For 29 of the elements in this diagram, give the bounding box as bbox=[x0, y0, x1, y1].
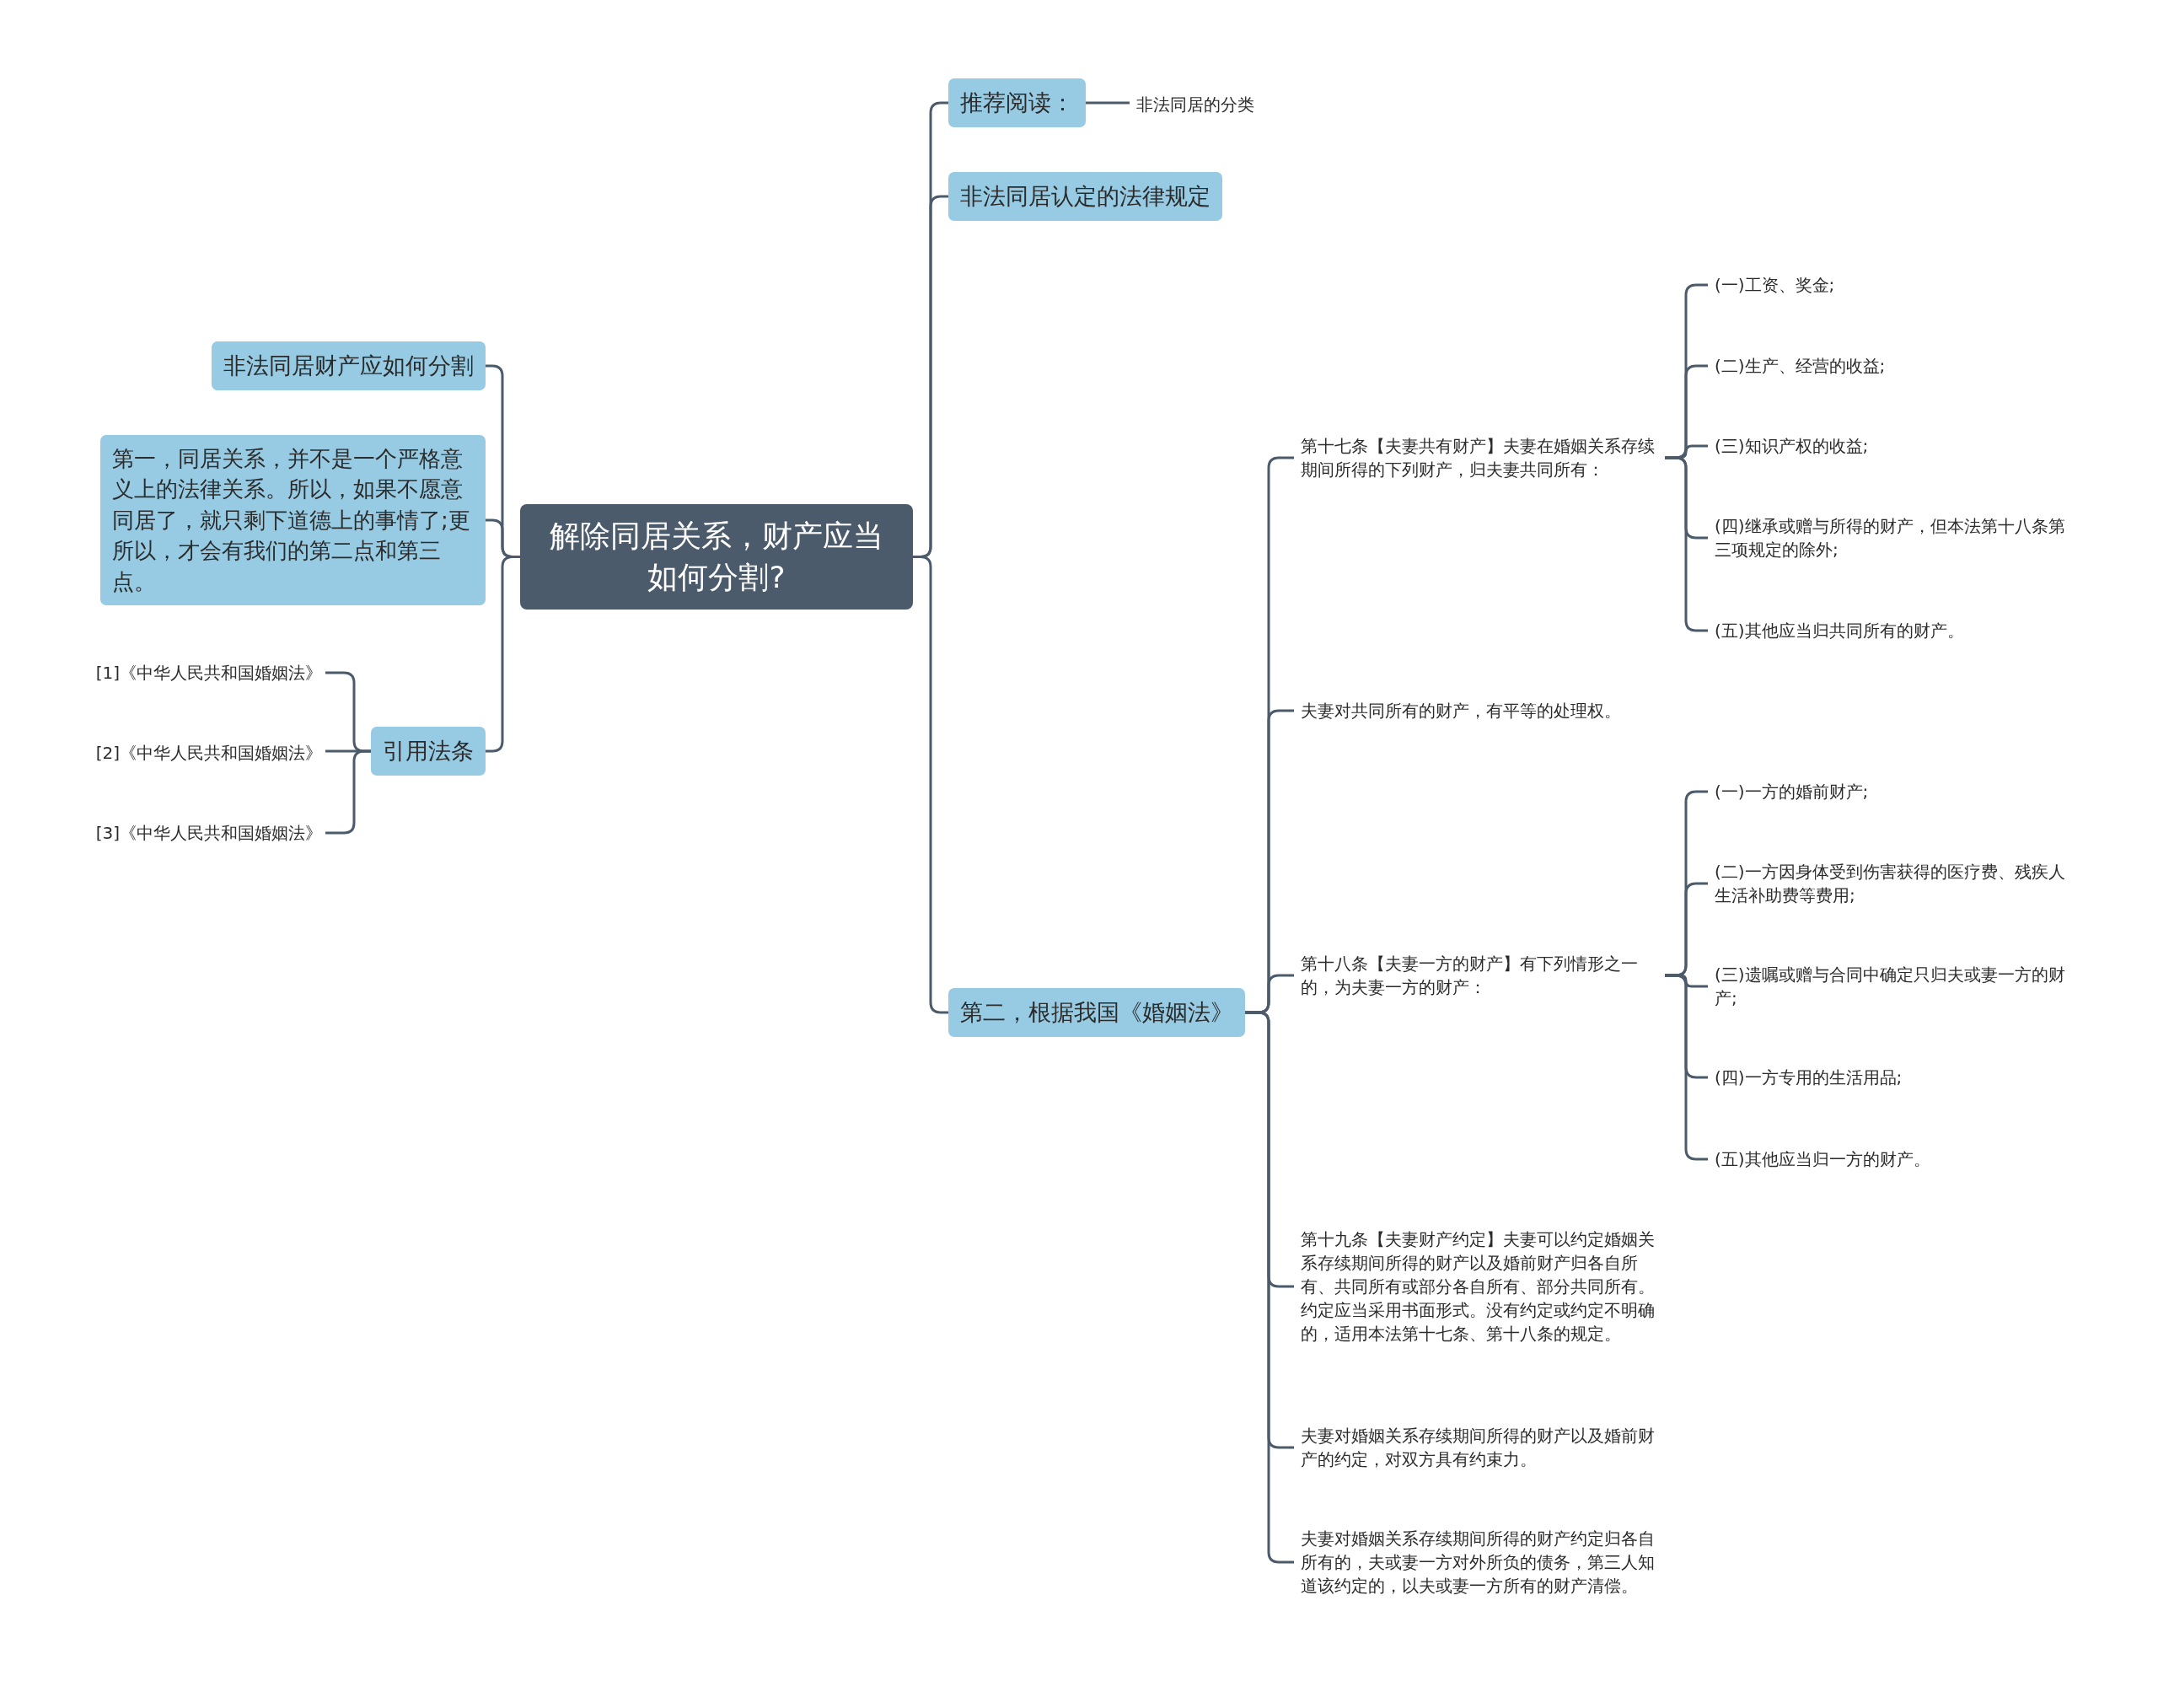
branch-text: (三)知识产权的收益; bbox=[1708, 434, 2079, 458]
branch-text: 夫妻对婚姻关系存续期间所得的财产约定归各自所有的，夫或妻一方对外所负的债务，第三人知道该约定的，以夫或妻一方所有的财产清偿。 bbox=[1294, 1527, 1665, 1598]
topic-box: 引用法条 bbox=[371, 727, 486, 776]
branch-text: 非法同居的分类 bbox=[1130, 93, 1258, 116]
central-topic-box: 解除同居关系，财产应当如何分割? bbox=[520, 504, 913, 610]
branch-text: (四)一方专用的生活用品; bbox=[1708, 1066, 2079, 1089]
branch-text: [1]《中华人民共和国婚姻法》 bbox=[89, 661, 325, 685]
connector-line bbox=[486, 556, 520, 753]
branch-text: (二)一方因身体受到伤害获得的医疗费、残疾人生活补助费等费用; bbox=[1708, 860, 2079, 907]
text-box: 第一，同居关系，并不是一个严格意义上的法律关系。所以，如果不愿意同居了，就只剩下道德上的事情了;更所以，才会有我们的第二点和第三点。 bbox=[100, 435, 486, 605]
branch-text: 第十九条【夫妻财产约定】夫妻可以约定婚姻关系存续期间所得的财产以及婚前财产归各自所有、共同所有或部分各自所有、部分共同所有。约定应当采用书面形式。没有约定或约定不明确的，适用本法第十七条、第十八条的规定。 bbox=[1294, 1227, 1665, 1345]
branch-text: (一)工资、奖金; bbox=[1708, 273, 2079, 297]
branch-text: (一)一方的婚前财产; bbox=[1708, 780, 2079, 803]
branch-text: (二)生产、经营的收益; bbox=[1708, 354, 2079, 378]
branch-text: (五)其他应当归共同所有的财产。 bbox=[1708, 619, 2079, 642]
connector-line bbox=[1086, 101, 1130, 105]
topic-box: 非法同居财产应如何分割 bbox=[212, 341, 486, 390]
topic-box: 非法同居认定的法律规定 bbox=[948, 172, 1222, 221]
branch-text: [2]《中华人民共和国婚姻法》 bbox=[89, 741, 325, 765]
branch-text: 夫妻对婚姻关系存续期间所得的财产以及婚前财产的约定，对双方具有约束力。 bbox=[1294, 1424, 1665, 1471]
branch-text: 第十七条【夫妻共有财产】夫妻在婚姻关系存续期间所得的下列财产，归夫妻共同所有： bbox=[1294, 434, 1665, 481]
branch-text: 第十八条【夫妻一方的财产】有下列情形之一的，为夫妻一方的财产： bbox=[1294, 952, 1665, 999]
branch-text: (五)其他应当归一方的财产。 bbox=[1708, 1147, 2079, 1171]
topic-box: 推荐阅读： bbox=[948, 78, 1086, 127]
branch-text: [3]《中华人民共和国婚姻法》 bbox=[89, 821, 325, 845]
branch-text: (四)继承或赠与所得的财产，但本法第十八条第三项规定的除外; bbox=[1708, 514, 2079, 561]
branch-text: 夫妻对共同所有的财产，有平等的处理权。 bbox=[1294, 699, 1665, 722]
topic-box: 第二，根据我国《婚姻法》 bbox=[948, 988, 1245, 1037]
branch-text: (三)遗嘱或赠与合同中确定只归夫或妻一方的财产; bbox=[1708, 963, 2079, 1010]
